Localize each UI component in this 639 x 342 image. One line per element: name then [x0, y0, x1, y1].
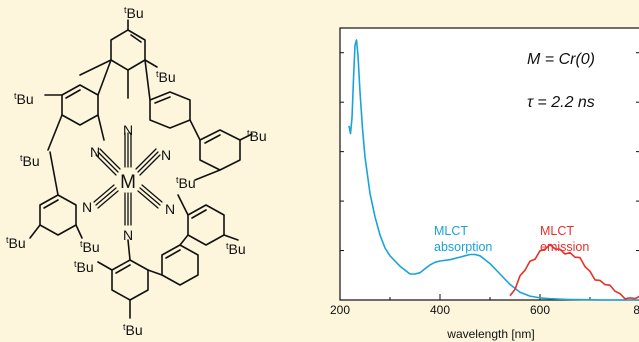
- right-biphenyl-bond: [189, 119, 201, 141]
- tbu-label: tBu: [124, 5, 144, 21]
- lower-right-double-bond: [191, 209, 207, 219]
- absorption-label-line-1: MLCT: [434, 224, 468, 238]
- lower-left-tbu-bond-2: [75, 224, 83, 239]
- lower-right-tbu-bond-2: [177, 194, 189, 216]
- bottom-ring-double-bond: [115, 264, 131, 274]
- nitrogen-label: N: [82, 199, 92, 215]
- tbu-label: tBu: [6, 235, 26, 251]
- tbu-label: tBu: [156, 69, 176, 85]
- lower-left-tbu-bond: [29, 224, 41, 239]
- nitrogen-label: N: [90, 144, 100, 160]
- upper-left-double-bond: [65, 89, 81, 99]
- tbu-label: tBu: [176, 175, 196, 191]
- tbu-labels: tBu tBu tBu tBu tBu tBu tBu tBu tBu tBu …: [6, 5, 267, 338]
- upper-left-lower-tbu-bond: [47, 114, 63, 151]
- right-aryl-ring: [199, 129, 241, 171]
- lower-right-aryl-ring: [187, 204, 225, 246]
- metal-annotation: M = Cr(0): [527, 51, 595, 68]
- upper-left-to-top: [97, 59, 112, 96]
- structure-labels: M N N N N N N tBu tBu tBu tBu tBu tBu tB…: [6, 5, 267, 338]
- nitrogen-label: N: [161, 147, 171, 163]
- tbu-label: tBu: [20, 153, 40, 169]
- bottom-biphenyl-bond: [179, 234, 189, 246]
- lower-right-tbu-bond: [223, 234, 239, 241]
- x-tick-label: 400: [430, 303, 450, 317]
- tbu-label: tBu: [74, 259, 94, 275]
- nitrogen-label: N: [123, 122, 133, 138]
- absorption-series-label: MLCT absorption: [434, 224, 492, 254]
- x-tick-label: 600: [530, 303, 550, 317]
- nitrogen-label: N: [123, 227, 133, 243]
- spectrum-chart: 200 400 600 80 wavelength [nm] M = Cr(0) τ …: [330, 27, 639, 341]
- absorption-curve: [348, 39, 639, 301]
- isocyanide-triple-bonds: [93, 132, 163, 226]
- x-tick-label: 80: [633, 303, 639, 317]
- upper-left-aryl-ring: [61, 84, 99, 126]
- lifetime-annotation: τ = 2.2 ns: [527, 94, 595, 111]
- lower-left-aryl-ring: [39, 194, 77, 236]
- emission-label-line-2: emission: [540, 240, 589, 254]
- bottom-phenyl-ring: [161, 244, 199, 286]
- lower-left-double-bond: [43, 199, 59, 209]
- tbu-label: tBu: [14, 91, 34, 107]
- top-ring-tbu-bond-left: [79, 59, 112, 76]
- bottom-ring-to-phenyl: [147, 269, 163, 276]
- top-ring-tbu-bond-right: [144, 59, 158, 68]
- tbu-label: tBu: [80, 239, 100, 255]
- bottom-to-isocyanide: [127, 239, 131, 261]
- tbu-label: tBu: [123, 322, 143, 338]
- chemical-structure: [29, 19, 253, 319]
- bottom-aryl-ring: [111, 259, 149, 301]
- tbu-label: tBu: [247, 128, 267, 144]
- emission-series-label: MLCT emission: [540, 224, 589, 254]
- tbu-label: tBu: [226, 241, 246, 257]
- top-aryl-ring: [110, 29, 146, 71]
- metal-center-label: M: [120, 172, 136, 193]
- right-ring-tbu-bond: [239, 133, 253, 141]
- upper-right-phenyl-double-bond: [154, 96, 171, 104]
- upper-right-to-top: [144, 59, 151, 101]
- x-tick-label: 200: [330, 303, 350, 317]
- series-lines: [348, 39, 639, 301]
- bottom-ring-left-tbu-bond: [97, 261, 113, 271]
- top-ring-double-bond: [130, 34, 142, 43]
- emission-label-line-1: MLCT: [540, 224, 574, 238]
- absorption-label-line-2: absorption: [434, 240, 492, 254]
- bottom-phenyl-double-bond: [165, 249, 181, 259]
- upper-left-to-isocyanide: [97, 114, 105, 141]
- lower-left-to-upper: [49, 151, 59, 196]
- plot-area: [339, 27, 639, 301]
- nitrogen-label: N: [165, 201, 175, 217]
- right-ring-lower-tbu-bond: [194, 169, 221, 181]
- x-tick-labels: 200 400 600 80: [330, 303, 639, 317]
- emission-curve: [509, 243, 639, 300]
- right-ring-double-bond: [204, 134, 221, 144]
- axis-ticks: [339, 52, 639, 300]
- x-axis-label: wavelength [nm]: [446, 327, 534, 341]
